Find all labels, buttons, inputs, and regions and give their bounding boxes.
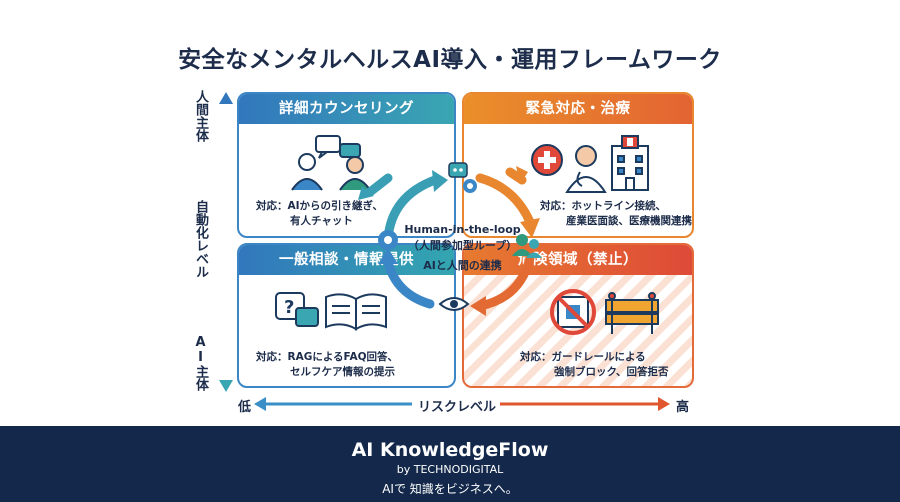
desc-line: セルフケア情報の提示 xyxy=(290,366,395,378)
hitl-loop-arrows xyxy=(365,167,535,311)
footer-banner: AI KnowledgeFlow by TECHNODIGITAL AIで 知識… xyxy=(0,426,900,502)
desc-line: 強制ブロック、回答拒否 xyxy=(554,366,669,378)
people-chat-icon xyxy=(291,135,371,191)
horizontal-axis-arrow xyxy=(254,397,670,411)
hospital-icon xyxy=(611,135,649,191)
hitl-center-label: Human-in-the-loop （人間参加型ループ） AIと人間の連携 xyxy=(400,222,525,274)
vaxis-middle-label: 自動化レベル xyxy=(193,200,208,278)
people-icon xyxy=(512,234,542,258)
vaxis-bottom-label: AI主体 xyxy=(193,335,208,391)
brand-byline: by TECHNODIGITAL xyxy=(396,463,504,476)
quadrant-desc-top-right: 対応：ホットライン接続、 産業医面談、医療機関連携 xyxy=(540,199,692,229)
quadrant-desc-bottom-left: 対応：RAGによるFAQ回答、 セルフケア情報の提示 xyxy=(256,350,398,380)
svg-text:?: ? xyxy=(284,297,294,318)
ai-robot-icon xyxy=(448,162,468,178)
desc-line: 対応：ガードレールによる xyxy=(520,351,646,363)
loop-arrowheads xyxy=(358,166,540,316)
quadrant-desc-top-left: 対応：AIからの引き継ぎ、 有人チャット xyxy=(256,199,383,229)
quadrant-emergency: 緊急対応・治療 xyxy=(462,92,694,238)
book-icon xyxy=(325,293,387,331)
quadrant-title: 緊急対応・治療 xyxy=(464,94,692,124)
haxis-low-label: 低 xyxy=(238,400,252,415)
question-bubble-icon: ? xyxy=(275,292,319,327)
vaxis-top-label: 人間主体 xyxy=(193,90,208,142)
desc-line: 対応：RAGによるFAQ回答、 xyxy=(256,351,399,363)
quadrant-title: 詳細カウンセリング xyxy=(239,94,454,124)
desc-line: 対応：ホットライン接続、 xyxy=(540,200,666,212)
brand-name: AI KnowledgeFlow xyxy=(351,439,549,461)
center-line: Human-in-the-loop xyxy=(404,223,521,236)
blocked-ai-chip-icon xyxy=(550,289,596,335)
quadrant-desc-bottom-right: 対応：ガードレールによる 強制ブロック、回答拒否 xyxy=(520,350,669,380)
vertical-axis-arrow xyxy=(219,92,233,392)
brand-tagline: AIで 知識をビジネスへ。 xyxy=(382,482,518,496)
haxis-high-label: 高 xyxy=(676,400,690,415)
page-title: 安全なメンタルヘルスAI導入・運用フレームワーク xyxy=(178,47,722,73)
gear-icon xyxy=(378,230,398,250)
quadrant-detailed-counseling: 詳細カウンセリング xyxy=(237,92,456,238)
center-line: AIと人間の連携 xyxy=(423,259,502,272)
desc-line: 産業医面談、医療機関連携 xyxy=(566,215,692,227)
desc-line: 有人チャット xyxy=(290,215,353,227)
doctor-icon xyxy=(565,145,607,193)
haxis-label: リスクレベル xyxy=(418,400,497,415)
quadrant-title: 危険領域（禁止） xyxy=(464,245,692,275)
desc-line: 対応：AIからの引き継ぎ、 xyxy=(256,200,384,212)
gear-icon xyxy=(463,179,477,193)
eye-icon xyxy=(438,297,470,311)
center-line: （人間参加型ループ） xyxy=(407,239,518,252)
barrier-icon xyxy=(605,292,659,334)
first-aid-icon xyxy=(531,144,563,176)
